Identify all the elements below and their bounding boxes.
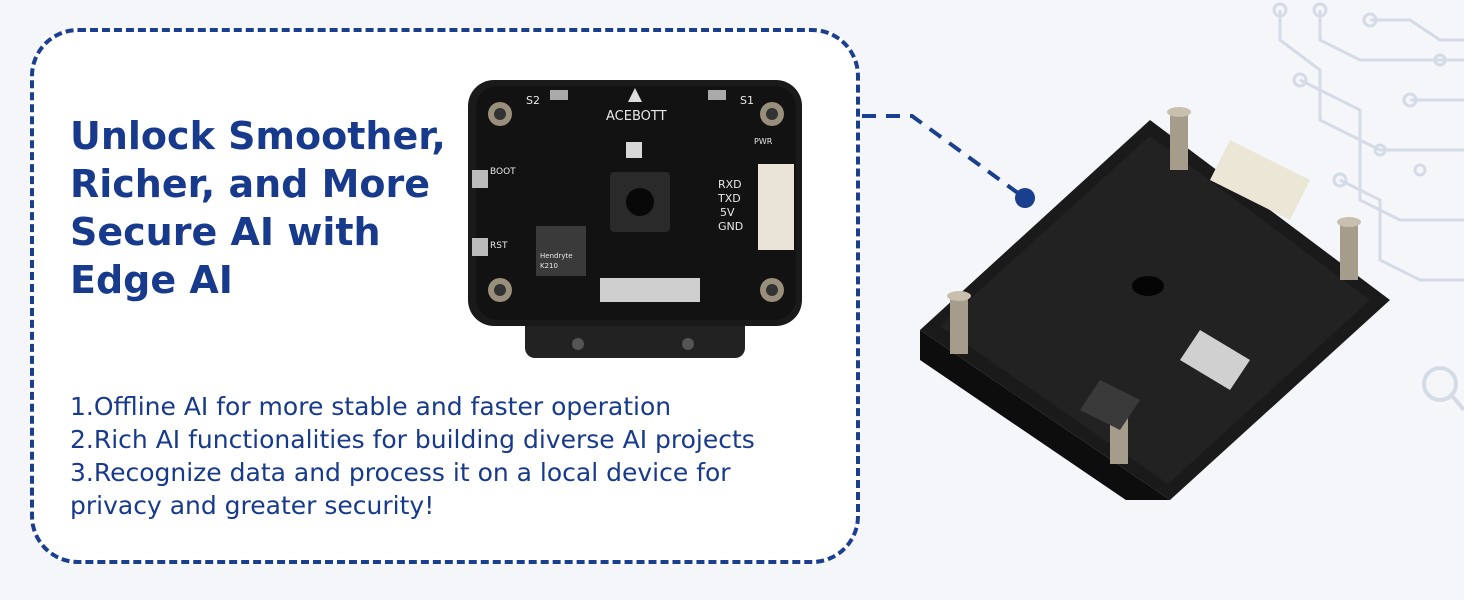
label-boot: BOOT	[490, 167, 516, 177]
label-brand: ACEBOTT	[606, 109, 667, 124]
feature-list: 1.Offline AI for more stable and faster …	[70, 390, 830, 522]
feature-item: 3.Recognize data and process it on a loc…	[70, 458, 731, 520]
feature-item: 2.Rich AI functionalities for building d…	[70, 425, 755, 454]
connector-dot	[1015, 188, 1035, 208]
board-front-view: S2 S1 ACEBOTT PWR BOOT RST Hendryte K210…	[468, 80, 802, 358]
label-chip-brand: Hendryte	[540, 252, 573, 260]
label-s1: S1	[740, 94, 754, 107]
label-chip-model: K210	[540, 262, 558, 270]
label-s2: S2	[526, 94, 540, 107]
label-pwr: PWR	[754, 137, 773, 146]
label-5v: 5V	[720, 206, 735, 219]
circuit-trace-decoration	[1272, 2, 1464, 412]
headline: Unlock Smoother, Richer, and More Secure…	[70, 114, 446, 302]
board-isometric-view	[920, 107, 1390, 500]
label-gnd: GND	[718, 220, 743, 233]
label-rst: RST	[490, 241, 508, 251]
label-txd: TXD	[717, 192, 741, 205]
feature-item: 1.Offline AI for more stable and faster …	[70, 392, 672, 421]
magnifier-icon	[1422, 366, 1464, 412]
label-rxd: RXD	[718, 178, 742, 191]
